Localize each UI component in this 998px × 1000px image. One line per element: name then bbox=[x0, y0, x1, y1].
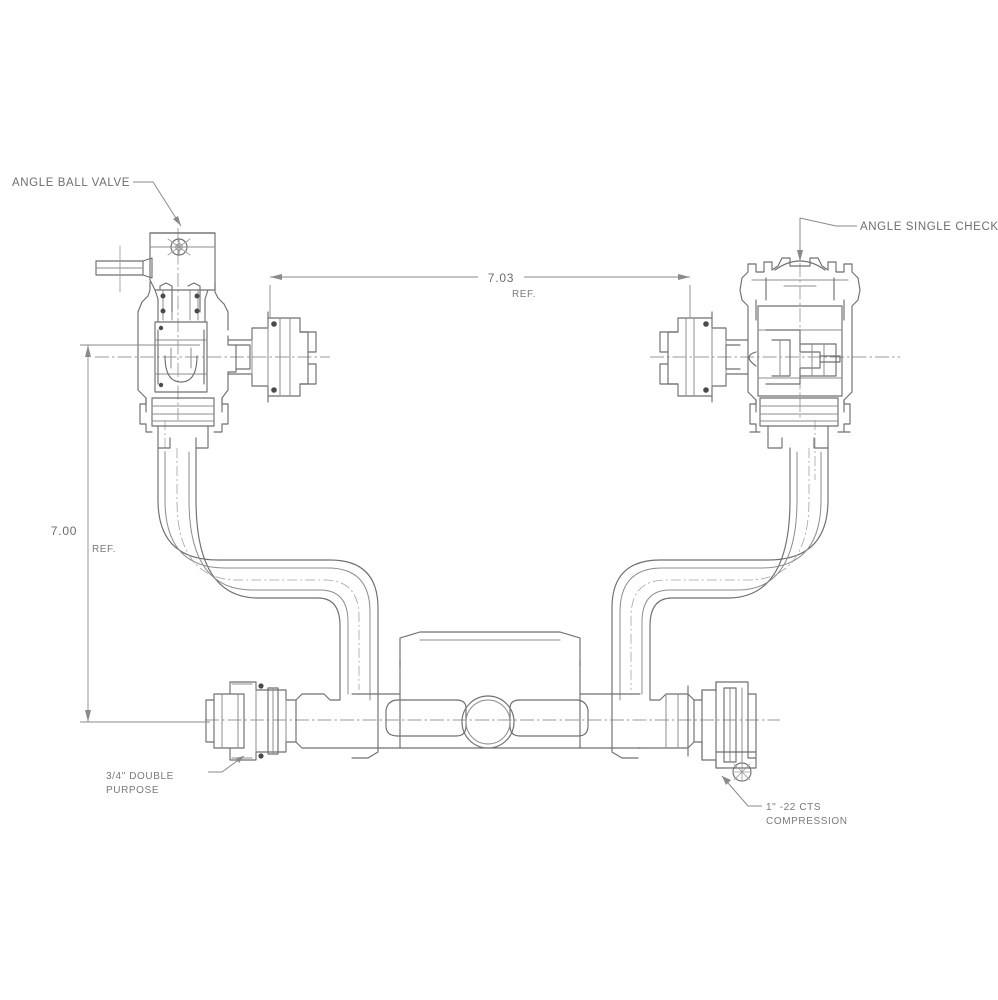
check-valve-body bbox=[747, 305, 853, 413]
angle-single-check-assembly bbox=[659, 257, 861, 449]
callout-compression-line2: COMPRESSION bbox=[766, 816, 848, 827]
callout-angle-ball-valve: ANGLE BALL VALVE bbox=[12, 177, 182, 227]
callout-angle-single-check-label: ANGLE SINGLE CHECK bbox=[860, 221, 998, 233]
centerlines bbox=[95, 218, 900, 721]
compression-coupling bbox=[665, 681, 757, 782]
dimension-horizontal-value: 7.03 bbox=[488, 271, 515, 285]
angle-ball-valve-assembly bbox=[95, 232, 317, 449]
valve-lock-wing bbox=[149, 232, 216, 291]
dimension-vertical-value: 7.00 bbox=[51, 524, 78, 538]
valve-upper-body bbox=[137, 281, 229, 337]
bottom-crossbar bbox=[205, 631, 757, 782]
right-bottom-elbow bbox=[611, 689, 695, 759]
callout-angle-single-check: ANGLE SINGLE CHECK bbox=[797, 217, 998, 262]
dimension-horizontal: 7.03 REF. bbox=[269, 271, 691, 318]
check-lower-flange bbox=[749, 397, 851, 449]
dimension-horizontal-ref: REF. bbox=[512, 289, 536, 300]
dimension-vertical-ref: REF. bbox=[92, 544, 116, 555]
left-bottom-elbow bbox=[295, 689, 379, 759]
valve-lower-flange bbox=[139, 397, 229, 449]
callout-double-purpose: 3/4" DOUBLE PURPOSE bbox=[106, 755, 245, 796]
callout-double-purpose-line1: 3/4" DOUBLE bbox=[106, 771, 174, 782]
callout-compression: 1" -22 CTS COMPRESSION bbox=[721, 775, 848, 827]
crossbar-body bbox=[351, 631, 641, 749]
right-riser-pipe bbox=[611, 447, 829, 691]
dimension-vertical: 7.00 REF. bbox=[51, 344, 210, 723]
ball-valve-body bbox=[137, 321, 237, 413]
valve-handle-stub bbox=[95, 245, 153, 293]
callout-double-purpose-line2: PURPOSE bbox=[106, 785, 159, 796]
callout-angle-ball-valve-label: ANGLE BALL VALVE bbox=[12, 177, 130, 189]
valve-union-nut bbox=[227, 311, 317, 403]
callout-compression-line1: 1" -22 CTS bbox=[766, 802, 821, 813]
check-valve-cap bbox=[739, 257, 861, 323]
left-riser-pipe bbox=[157, 447, 379, 691]
check-union-nut bbox=[659, 311, 749, 403]
